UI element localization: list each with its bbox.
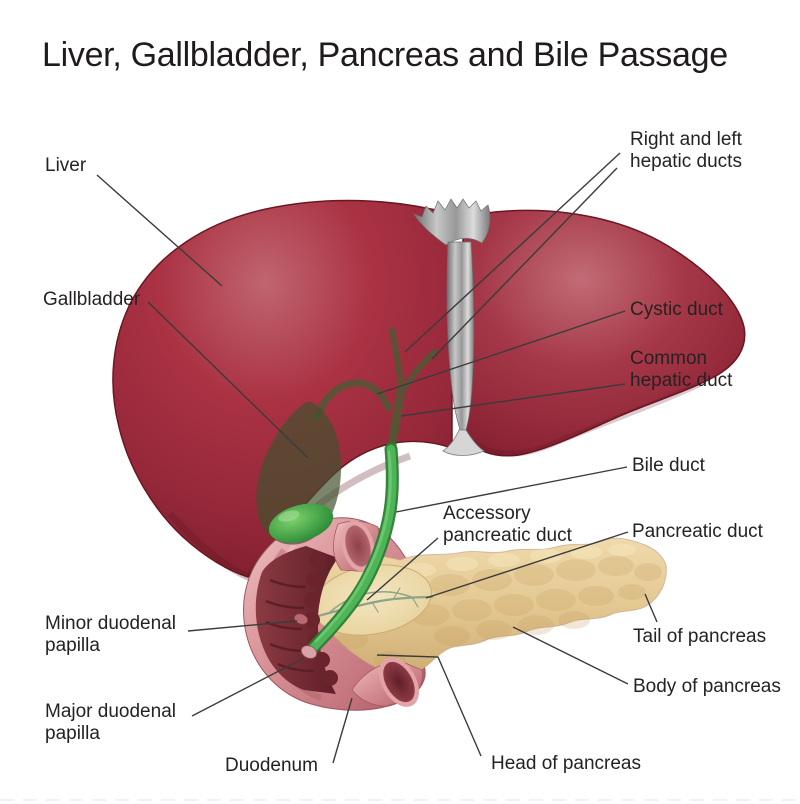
label-pancreatic-duct: Pancreatic duct: [632, 521, 763, 542]
falciform-ligament: [413, 198, 491, 456]
label-accessory-pancreatic-duct: Accessory pancreatic duct: [443, 503, 572, 546]
pancreatic-duct-leader-line: [425, 531, 629, 599]
label-liver: Liver: [45, 155, 87, 176]
label-head-of-pancreas: Head of pancreas: [491, 753, 641, 774]
bottom-watermark-strip: [0, 799, 800, 801]
duodenum-upper-cut-end: [333, 520, 381, 573]
body-of-pancreas-leader-line: [512, 626, 629, 685]
label-tail-of-pancreas: Tail of pancreas: [633, 626, 767, 647]
pancreas-lobule-highlights: [404, 544, 636, 577]
bile-duct-shape: [307, 442, 399, 654]
label-bile-duct: Bile duct: [632, 455, 705, 476]
label-gallbladder: Gallbladder: [43, 289, 141, 310]
label-minor-duodenal-papilla: Minor duodenal papilla: [45, 613, 176, 656]
accessory-pancreatic-duct-leader-line: [366, 537, 439, 601]
falciform-top-fan: [413, 198, 491, 246]
label-body-of-pancreas: Body of pancreas: [633, 676, 781, 697]
duodenum-leader-line: [332, 697, 353, 764]
left-hepatic-duct-leader-line: [431, 167, 618, 360]
gallbladder-leader-line: [147, 301, 309, 459]
minor-duodenal-papilla-leader-line: [187, 620, 298, 632]
label-common-hepatic-duct: Common hepatic duct: [630, 348, 733, 391]
gallbladder-fundus-highlight: [278, 510, 300, 522]
major-duodenal-papilla-leader-line: [191, 657, 305, 717]
bile-duct-leader-line: [395, 466, 628, 513]
head-of-pancreas-leader-line: [376, 654, 482, 757]
label-cystic-duct: Cystic duct: [630, 299, 723, 320]
duodenum-lower-cut-end: [351, 657, 423, 707]
cystic-duct-shape: [313, 379, 392, 421]
label-duodenum: Duodenum: [225, 755, 318, 776]
common-hepatic-duct-leader-line: [400, 383, 626, 417]
accessory-pancreatic-duct-shape: [329, 591, 415, 613]
cystic-duct-leader-line: [376, 310, 626, 395]
liver-right-lobe-shape: [462, 209, 746, 457]
leader-lines: [96, 152, 658, 764]
tail-of-pancreas-leader-line: [644, 593, 658, 623]
label-major-duodenal-papilla: Major duodenal papilla: [45, 701, 176, 744]
liver-leader-line: [96, 174, 223, 287]
falciform-bottom-cone: [442, 429, 485, 456]
liver-right-lobe-lower-shade: [470, 381, 702, 457]
pancreas-lobule-texture: [336, 556, 662, 669]
major-duodenal-papilla-shape: [300, 645, 318, 659]
minor-duodenal-papilla-shape: [293, 613, 309, 625]
right-hepatic-duct-leader-line: [404, 152, 621, 353]
diagram-title: Liver, Gallbladder, Pancreas and Bile Pa…: [42, 36, 728, 74]
label-right-left-hepatic-ducts: Right and left hepatic ducts: [630, 129, 742, 172]
gallbladder-shape: [256, 401, 342, 545]
